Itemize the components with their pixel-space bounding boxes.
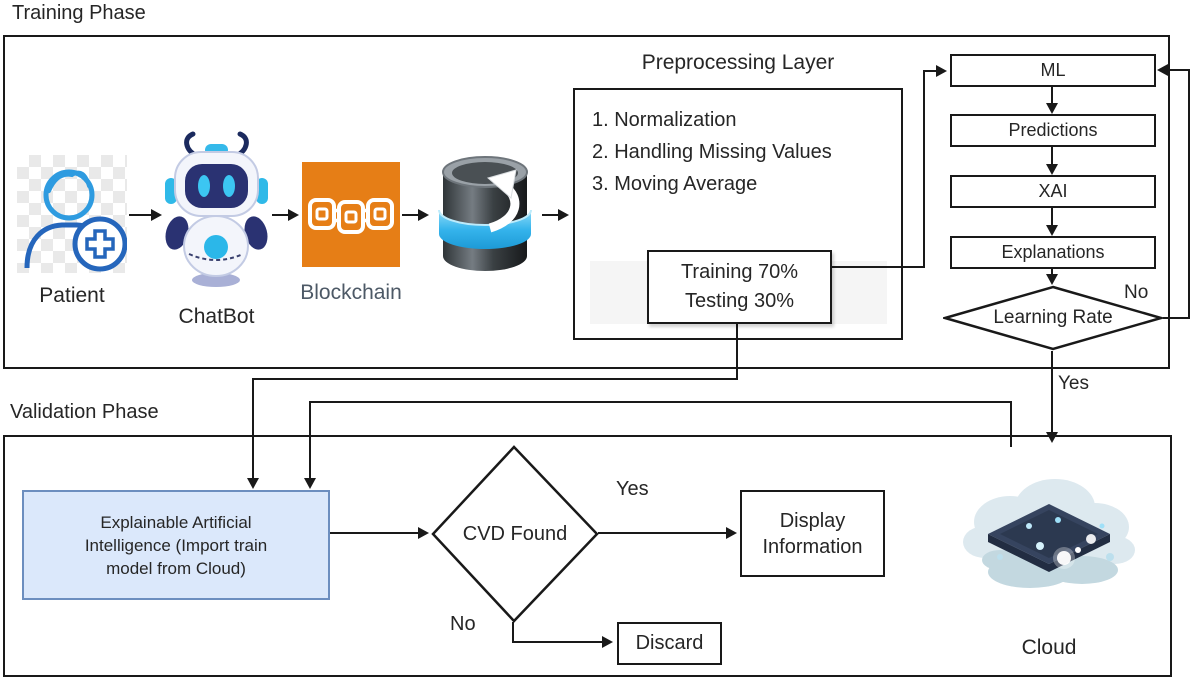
arrow-ml-predictions-line xyxy=(1051,87,1053,103)
learning-rate-diamond: Learning Rate xyxy=(940,285,1166,351)
arrow-split-ml-head xyxy=(936,65,947,77)
arrow-patient-chatbot-head xyxy=(151,209,162,221)
path-lr-cloud-v xyxy=(1051,351,1053,432)
train-split-value: Training 70% xyxy=(680,261,799,283)
lr-yes-label: Yes xyxy=(1058,373,1089,394)
arrow-predictions-xai-head xyxy=(1046,164,1058,175)
cvd-yes-label: Yes xyxy=(616,478,649,500)
arrow-cvd-display-line xyxy=(598,532,727,534)
path-cloud-eai-v1 xyxy=(1010,402,1012,447)
path-split-eai-h xyxy=(252,378,738,380)
cloud-label: Cloud xyxy=(1021,636,1077,659)
validation-phase-label: Validation Phase xyxy=(10,401,159,423)
path-split-eai-v2 xyxy=(252,378,254,478)
path-split-eai-head xyxy=(247,478,259,489)
test-split-value: Testing 30% xyxy=(685,290,794,312)
display-information-label: Display Information xyxy=(762,509,863,558)
arrow-eai-cvd-line xyxy=(330,532,419,534)
path-cloud-eai-v2 xyxy=(309,401,311,478)
loop-no-h-top xyxy=(1168,69,1190,71)
predictions-node: Predictions xyxy=(950,114,1156,147)
preprocessing-box xyxy=(573,88,903,340)
explanations-node: Explanations xyxy=(950,236,1156,269)
arrow-cvd-discard-h xyxy=(512,641,603,643)
preprocessing-item-3: 3. Moving Average xyxy=(592,173,758,195)
preprocessing-item-1: 1. Normalization xyxy=(592,109,737,131)
arrow-eai-cvd-head xyxy=(418,527,429,539)
loop-no-v xyxy=(1188,70,1190,319)
eai-node: Explainable Artificial Intelligence (Imp… xyxy=(22,490,330,600)
loop-no-head xyxy=(1157,64,1168,76)
arrow-split-ml-v xyxy=(923,71,925,268)
cvd-found-label: CVD Found xyxy=(462,522,568,545)
arrow-db-preprocessing-head xyxy=(558,209,569,221)
lr-no-label: No xyxy=(1124,282,1149,303)
arrow-patient-chatbot-line xyxy=(129,214,152,216)
arrow-split-ml-h2 xyxy=(923,70,937,72)
path-lr-cloud-head xyxy=(1046,432,1058,443)
chatbot-label: ChatBot xyxy=(178,305,255,328)
arrow-explanations-lr-line xyxy=(1051,269,1053,275)
arrow-db-preprocessing-line xyxy=(542,214,559,216)
arrow-cvd-discard-v xyxy=(512,622,514,643)
arrow-xai-explanations-head xyxy=(1046,225,1058,236)
cvd-found-diamond: CVD Found xyxy=(431,445,599,623)
arrow-xai-explanations-line xyxy=(1051,208,1053,225)
training-phase-box xyxy=(3,35,1170,369)
arrow-blockchain-db-line xyxy=(402,214,419,216)
display-information-node: Display Information xyxy=(740,490,885,577)
discard-node: Discard xyxy=(617,622,722,665)
path-cloud-eai-head xyxy=(304,478,316,489)
arrow-split-ml-h xyxy=(832,266,925,268)
preprocessing-layer-title: Preprocessing Layer xyxy=(641,51,835,74)
blockchain-icon xyxy=(302,162,400,267)
eai-label: Explainable Artificial Intelligence (Imp… xyxy=(84,512,268,578)
preprocessing-item-2: 2. Handling Missing Values xyxy=(592,141,832,163)
loop-no-h-bottom xyxy=(1163,317,1190,319)
train-test-split-box: Training 70% Testing 30% xyxy=(647,250,832,324)
training-phase-label: Training Phase xyxy=(12,2,146,24)
arrow-chatbot-blockchain-head xyxy=(288,209,299,221)
xai-node: XAI xyxy=(950,175,1156,208)
cloud-icon xyxy=(960,462,1138,600)
ml-node: ML xyxy=(950,54,1156,87)
path-cloud-eai-h xyxy=(309,401,1012,403)
patient-label: Patient xyxy=(39,284,105,307)
arrow-cvd-discard-head xyxy=(602,636,613,648)
path-split-eai-v1 xyxy=(736,324,738,380)
arrow-cvd-display-head xyxy=(726,527,737,539)
arrow-ml-predictions-head xyxy=(1046,103,1058,114)
chatbot-icon xyxy=(163,130,270,288)
database-icon xyxy=(430,148,540,280)
patient-icon xyxy=(17,155,128,273)
arrow-blockchain-db-head xyxy=(418,209,429,221)
arrow-explanations-lr-head xyxy=(1046,274,1058,285)
arrow-chatbot-blockchain-line xyxy=(272,214,289,216)
learning-rate-label: Learning Rate xyxy=(993,307,1113,328)
cvd-no-label: No xyxy=(450,613,476,635)
validation-phase-box xyxy=(3,435,1172,677)
blockchain-label: Blockchain xyxy=(300,281,402,304)
arrow-predictions-xai-line xyxy=(1051,147,1053,164)
